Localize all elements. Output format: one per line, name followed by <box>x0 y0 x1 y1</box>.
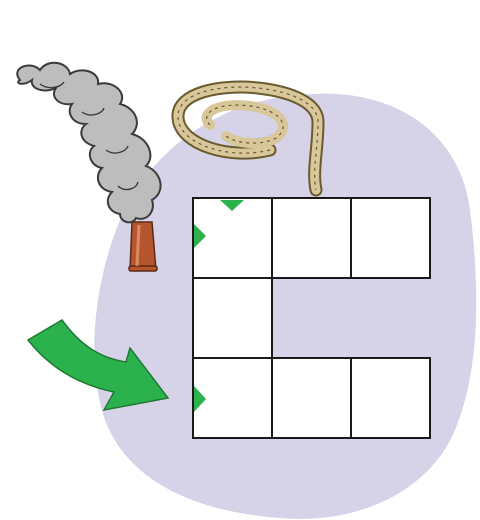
smoke-cloud-icon <box>17 63 160 223</box>
cell-middle-left <box>193 278 272 358</box>
cell-top-right <box>351 198 430 278</box>
cell-top-middle <box>272 198 351 278</box>
cell-bottom-middle <box>272 358 351 438</box>
cell-bottom-right <box>351 358 430 438</box>
chimney-icon <box>129 222 157 271</box>
lavender-blob <box>94 94 476 519</box>
